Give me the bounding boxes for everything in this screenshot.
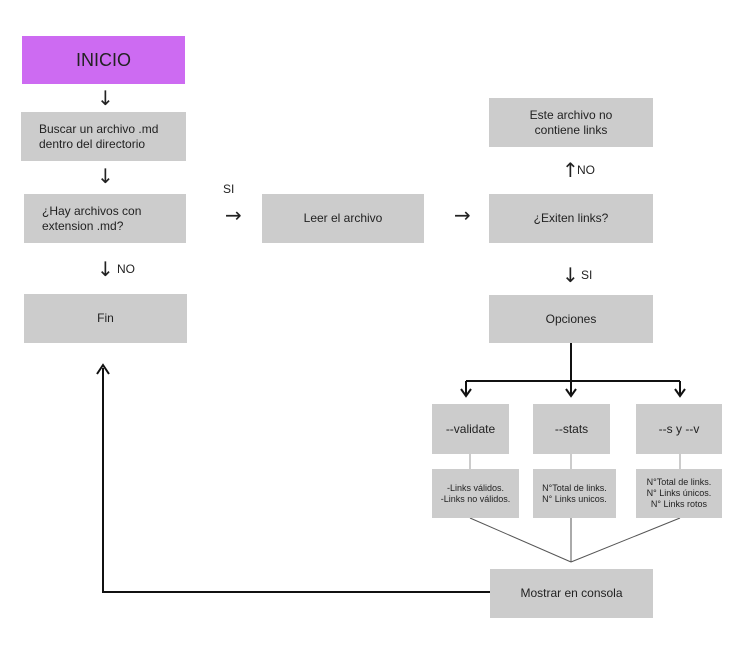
sv-output-label: N°Total de links. N° Links únicos. N° Li… xyxy=(646,477,712,509)
label-no-links: NO xyxy=(577,163,595,177)
sv-label: --s y --v xyxy=(658,421,700,436)
validate-node: --validate xyxy=(432,404,509,454)
arrow-right-2: → xyxy=(454,203,471,227)
arrow-down-no-md: ↓ xyxy=(97,257,114,281)
label-no-md: NO xyxy=(117,262,135,276)
return-arrowhead xyxy=(96,363,110,375)
sv-output-node: N°Total de links. N° Links únicos. N° Li… xyxy=(636,469,722,518)
end-node: Fin xyxy=(24,294,187,343)
stats-output-node: N°Total de links. N° Links unicos. xyxy=(533,469,616,518)
arrow-down-2: ↓ xyxy=(97,164,114,188)
branch-stats-arrowhead xyxy=(565,388,577,398)
validate-label: --validate xyxy=(445,421,496,436)
show-node: Mostrar en consola xyxy=(490,569,653,618)
label-si-md: SI xyxy=(223,182,235,196)
no-links-node: Este archivo no contiene links xyxy=(489,98,653,147)
question-md-node: ¿Hay archivos con extension .md? xyxy=(24,194,186,243)
return-line xyxy=(102,368,490,593)
sv-node: --s y --v xyxy=(636,404,722,454)
arrow-down-si-links: ↓ xyxy=(562,263,579,287)
validate-output-node: -Links válidos. -Links no válidos. xyxy=(432,469,519,518)
arrow-down-1: ↓ xyxy=(97,86,114,110)
show-label: Mostrar en consola xyxy=(520,586,623,600)
question-md-label: ¿Hay archivos con extension .md? xyxy=(42,203,142,233)
search-label: Buscar un archivo .md dentro del directo… xyxy=(39,121,159,151)
validate-to-show-line xyxy=(469,517,572,563)
branch-sv-arrowhead xyxy=(674,388,686,398)
stats-output-label: N°Total de links. N° Links unicos. xyxy=(542,482,607,504)
read-node: Leer el archivo xyxy=(262,194,424,243)
no-links-label: Este archivo no contiene links xyxy=(529,107,613,137)
search-node: Buscar un archivo .md dentro del directo… xyxy=(21,112,186,161)
question-links-label: ¿Exiten links? xyxy=(533,211,609,225)
start-label: INICIO xyxy=(75,49,131,70)
question-links-node: ¿Exiten links? xyxy=(489,194,653,243)
options-label: Opciones xyxy=(545,311,597,326)
options-node: Opciones xyxy=(489,295,653,343)
arrow-right-1: → xyxy=(225,203,242,227)
branch-validate-arrowhead xyxy=(460,388,472,398)
label-si-links: SI xyxy=(581,268,593,282)
stats-label: --stats xyxy=(554,421,589,436)
start-node: INICIO xyxy=(22,36,185,84)
stats-node: --stats xyxy=(533,404,610,454)
end-label: Fin xyxy=(97,311,114,325)
sv-to-show-line xyxy=(570,517,681,563)
read-label: Leer el archivo xyxy=(303,211,383,225)
validate-output-label: -Links válidos. -Links no válidos. xyxy=(440,482,511,504)
arrow-up-no-links: ↑ xyxy=(562,158,579,182)
